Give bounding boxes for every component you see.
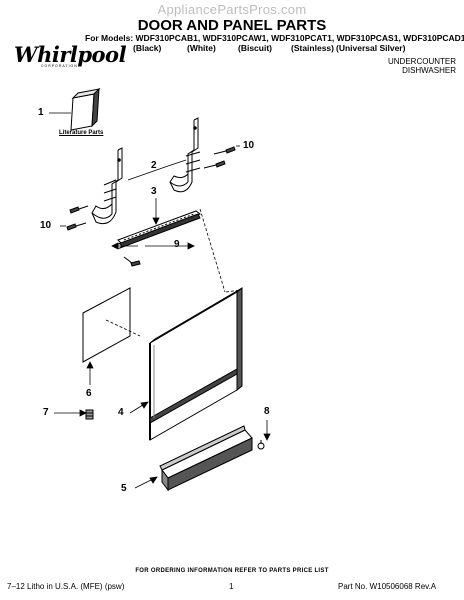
callout-4: 4 bbox=[118, 407, 124, 418]
callout-7: 7 bbox=[43, 407, 49, 418]
callout-5: 5 bbox=[121, 483, 127, 494]
litho-info: 7–12 Litho in U.S.A. (MFE) (psw) bbox=[7, 582, 125, 591]
callout-10-right: 10 bbox=[243, 140, 255, 151]
callout-1: 1 bbox=[38, 107, 44, 118]
door-panel bbox=[149, 286, 243, 441]
color-biscuit: (Biscuit) bbox=[238, 43, 272, 53]
screw-10-right-a bbox=[213, 146, 236, 155]
screw-8 bbox=[257, 440, 265, 450]
literature-booklet bbox=[70, 87, 101, 131]
color-white: (White) bbox=[187, 43, 216, 53]
callout-9: 9 bbox=[174, 239, 180, 250]
ordering-info: FOR ORDERING INFORMATION REFER TO PARTS … bbox=[135, 568, 329, 574]
screw-9 bbox=[123, 256, 141, 267]
callout-3: 3 bbox=[151, 186, 157, 197]
callout-8: 8 bbox=[264, 406, 270, 417]
appliance-type: UNDERCOUNTER DISHWASHER bbox=[360, 57, 456, 75]
appliance-line-2: DISHWASHER bbox=[402, 66, 456, 75]
page-title: DOOR AND PANEL PARTS bbox=[137, 17, 327, 34]
color-stainless: (Stainless) bbox=[291, 43, 334, 53]
callout-10-left: 10 bbox=[40, 220, 52, 231]
hinge-bracket-left bbox=[91, 147, 123, 225]
site-watermark: AppliancePartsPros.com bbox=[157, 2, 307, 17]
hinge-bracket-right bbox=[169, 117, 201, 193]
appliance-line-1: UNDERCOUNTER bbox=[388, 57, 456, 66]
page-number: 1 bbox=[229, 582, 234, 591]
models-line: For Models: WDF310PCAB1, WDF310PCAW1, WD… bbox=[85, 33, 464, 43]
clip-part bbox=[85, 409, 94, 420]
callout-6: 6 bbox=[86, 388, 92, 399]
color-black: (Black) bbox=[133, 43, 162, 53]
callout-2: 2 bbox=[151, 160, 157, 171]
screw-10-left-a bbox=[69, 205, 89, 214]
literature-label: Literature Parts bbox=[59, 130, 104, 136]
screw-10-left-b bbox=[66, 222, 87, 231]
toe-panel bbox=[159, 425, 253, 492]
screw-10-right-b bbox=[203, 160, 226, 169]
part-number: Part No. W10506068 Rev.A bbox=[338, 582, 437, 591]
brand-sub: CORPORATION bbox=[41, 64, 78, 68]
rail-assembly bbox=[116, 210, 202, 249]
color-universal-silver: (Universal Silver) bbox=[336, 43, 406, 53]
insulation-panel bbox=[82, 287, 131, 363]
brand-logo: Whirlpool bbox=[14, 42, 127, 67]
leader-lines bbox=[49, 112, 271, 489]
